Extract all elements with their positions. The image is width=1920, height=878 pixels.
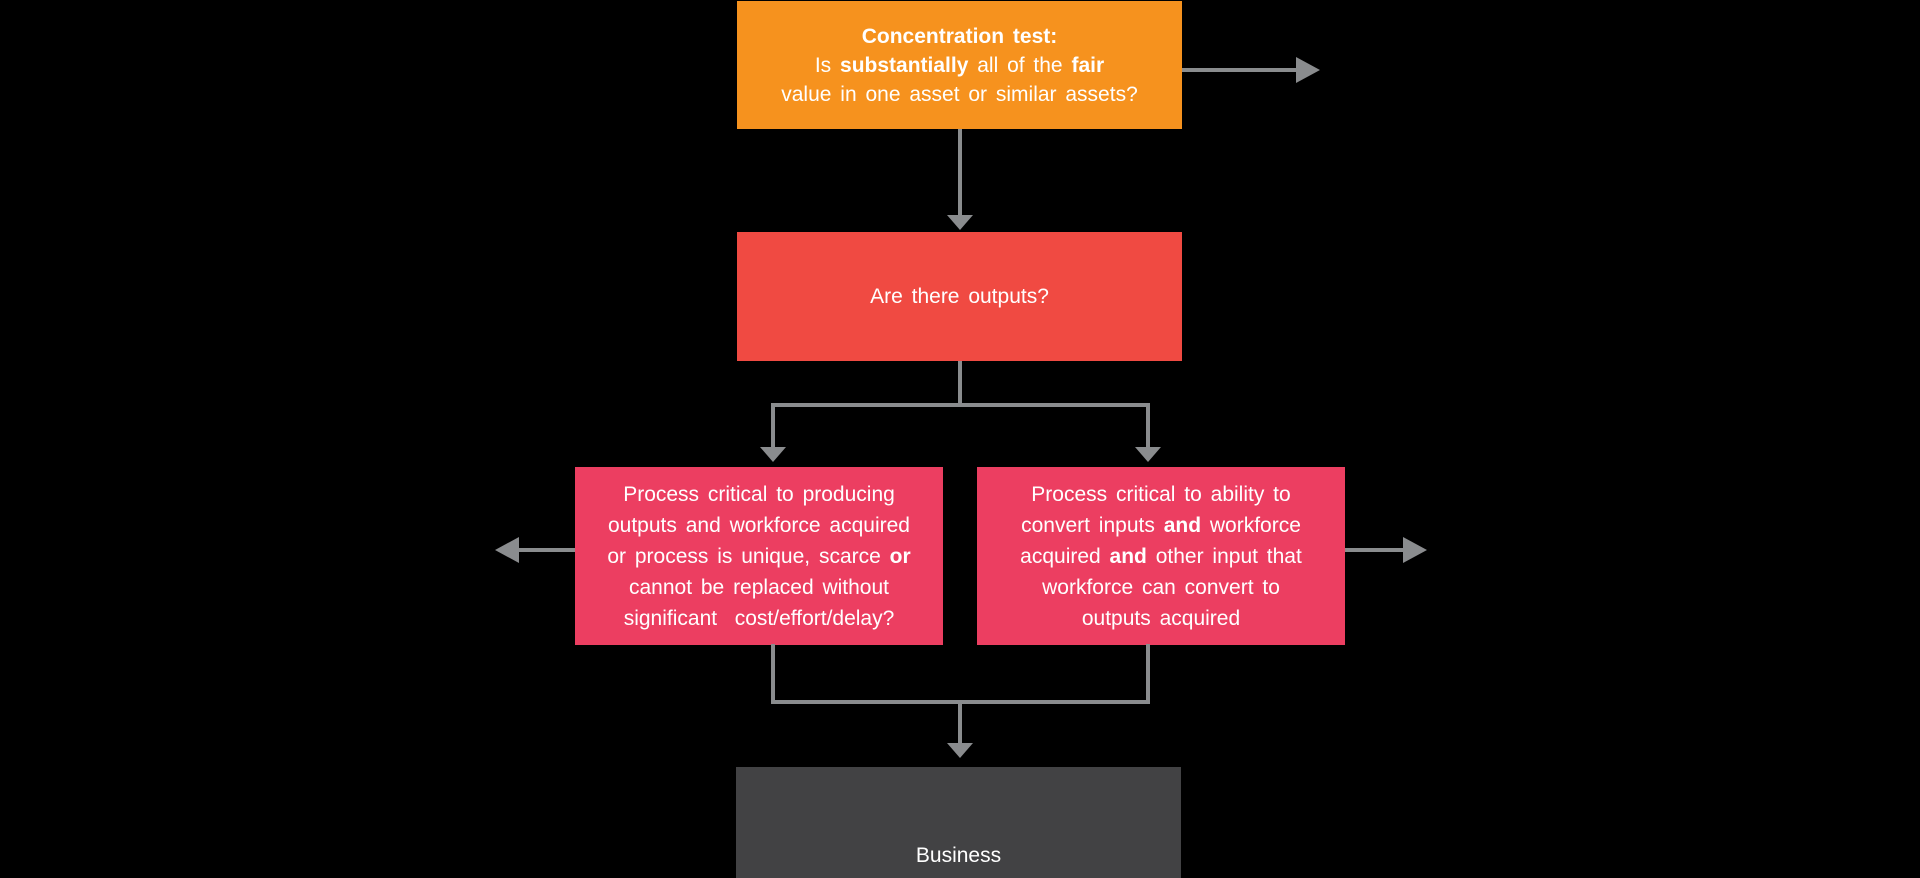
- connector-merge-to-business-shaft: [958, 704, 962, 743]
- node-business: Business: [736, 767, 1181, 878]
- connector-concentration-to-outputs-shaft: [958, 129, 962, 215]
- node-text-line: convert inputs and workforce: [1021, 513, 1301, 537]
- arrowhead-right-icon: [1296, 57, 1320, 83]
- connector-merge-horizontal: [771, 700, 1150, 704]
- connector-outputs-to-split-shaft: [958, 361, 962, 407]
- node-text-line: Business: [915, 844, 1002, 867]
- node-text-line: Process critical to ability to: [1031, 482, 1291, 506]
- connector-right-process-exit-right-shaft: [1345, 548, 1403, 552]
- connector-split-to-left-process-shaft: [771, 403, 775, 447]
- node-text-line: Is substantially all of the fair: [814, 53, 1105, 77]
- connector-left-process-to-merge-shaft: [771, 644, 775, 704]
- node-text-line: outputs and workforce acquired: [607, 513, 910, 537]
- connector-split-to-right-process-shaft: [1146, 403, 1150, 447]
- node-text-line: acquired and other input that: [1020, 544, 1302, 568]
- node-text-line: Concentration test:: [861, 24, 1058, 48]
- node-process-critical-producing: Process critical to producing outputs and…: [575, 467, 943, 645]
- node-text-line: significant cost/effort/delay?: [623, 606, 895, 630]
- node-text-line: or process is unique, scarce or: [607, 544, 911, 568]
- node-text-line: Are there outputs?: [870, 284, 1049, 308]
- arrowhead-left-icon: [495, 537, 519, 563]
- arrowhead-right-icon: [1403, 537, 1427, 563]
- connector-right-process-to-merge-shaft: [1146, 644, 1150, 704]
- node-are-there-outputs: Are there outputs?: [737, 232, 1182, 361]
- arrowhead-down-icon: [1135, 447, 1161, 462]
- arrowhead-down-icon: [947, 743, 973, 758]
- arrowhead-down-icon: [947, 215, 973, 230]
- node-text-line: value in one asset or similar assets?: [781, 82, 1138, 106]
- connector-left-process-exit-left-shaft: [519, 548, 575, 552]
- node-text-line: cannot be replaced without: [628, 575, 889, 599]
- node-text-line: outputs acquired: [1081, 606, 1241, 630]
- node-text-line: workforce can convert to: [1042, 575, 1280, 599]
- connector-split-horizontal: [771, 403, 1150, 407]
- node-process-critical-convert: Process critical to ability to convert in…: [977, 467, 1345, 645]
- node-text-line: Process critical to producing: [623, 482, 895, 506]
- node-concentration-test: Concentration test: Is substantially all …: [737, 1, 1182, 129]
- arrowhead-down-icon: [760, 447, 786, 462]
- connector-concentration-exit-right-shaft: [1182, 68, 1296, 72]
